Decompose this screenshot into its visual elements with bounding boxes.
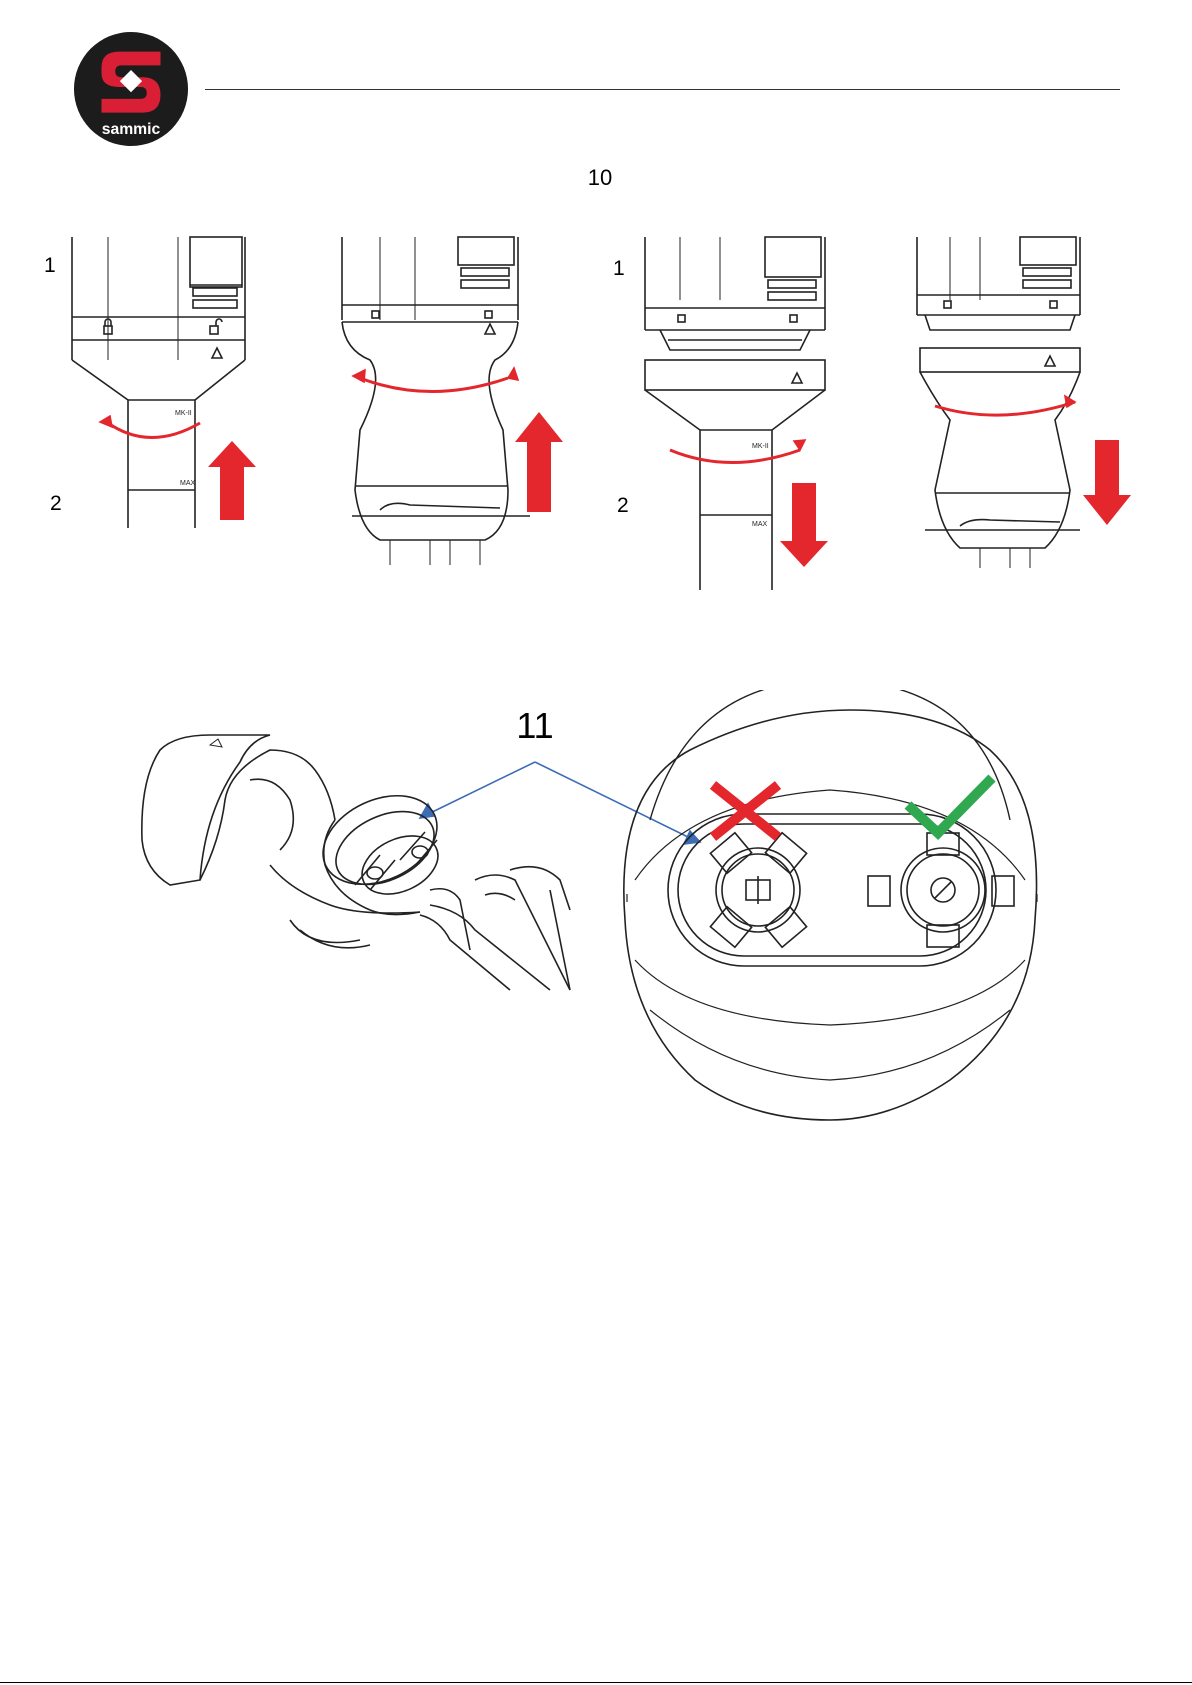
shaft-mark-mid: MK-II bbox=[175, 410, 192, 417]
panel-d bbox=[917, 237, 1131, 568]
step-a1: 1 bbox=[44, 254, 56, 277]
step-b2: 2 bbox=[617, 494, 629, 517]
footer-rule bbox=[0, 1682, 1192, 1683]
pointer-line-right bbox=[535, 762, 690, 838]
up-arrow-icon bbox=[208, 441, 256, 520]
step-b1: 1 bbox=[613, 257, 625, 280]
figure-10-label: 10 bbox=[570, 165, 630, 191]
rotate-arrow-icon bbox=[108, 423, 200, 438]
panel-c: MK-II MAX 1 2 bbox=[613, 237, 828, 590]
figure-11-illustration bbox=[130, 690, 1090, 1130]
sammic-logo: sammic bbox=[72, 30, 190, 148]
pointer-line-left bbox=[420, 762, 535, 818]
socket-top-view bbox=[624, 690, 1037, 1120]
unlock-icon bbox=[210, 319, 222, 334]
step-a2: 2 bbox=[50, 492, 62, 515]
figure-10-illustration: MK-II MAX 1 2 MK-II MAX bbox=[30, 230, 1160, 610]
triangle-icon bbox=[212, 348, 222, 358]
panel-a: MK-II MAX 1 2 bbox=[44, 237, 256, 528]
shaft-mark-max: MAX bbox=[180, 480, 196, 487]
cross-icon bbox=[713, 785, 778, 837]
switch-panel bbox=[190, 237, 242, 287]
svg-text:MAX: MAX bbox=[752, 521, 768, 528]
header-rule bbox=[205, 89, 1120, 90]
logo-text: sammic bbox=[102, 121, 161, 138]
whisk-head-perspective bbox=[142, 735, 570, 990]
panel-b bbox=[342, 237, 563, 565]
svg-text:MK-II: MK-II bbox=[752, 443, 769, 450]
down-arrow-icon bbox=[780, 483, 828, 567]
